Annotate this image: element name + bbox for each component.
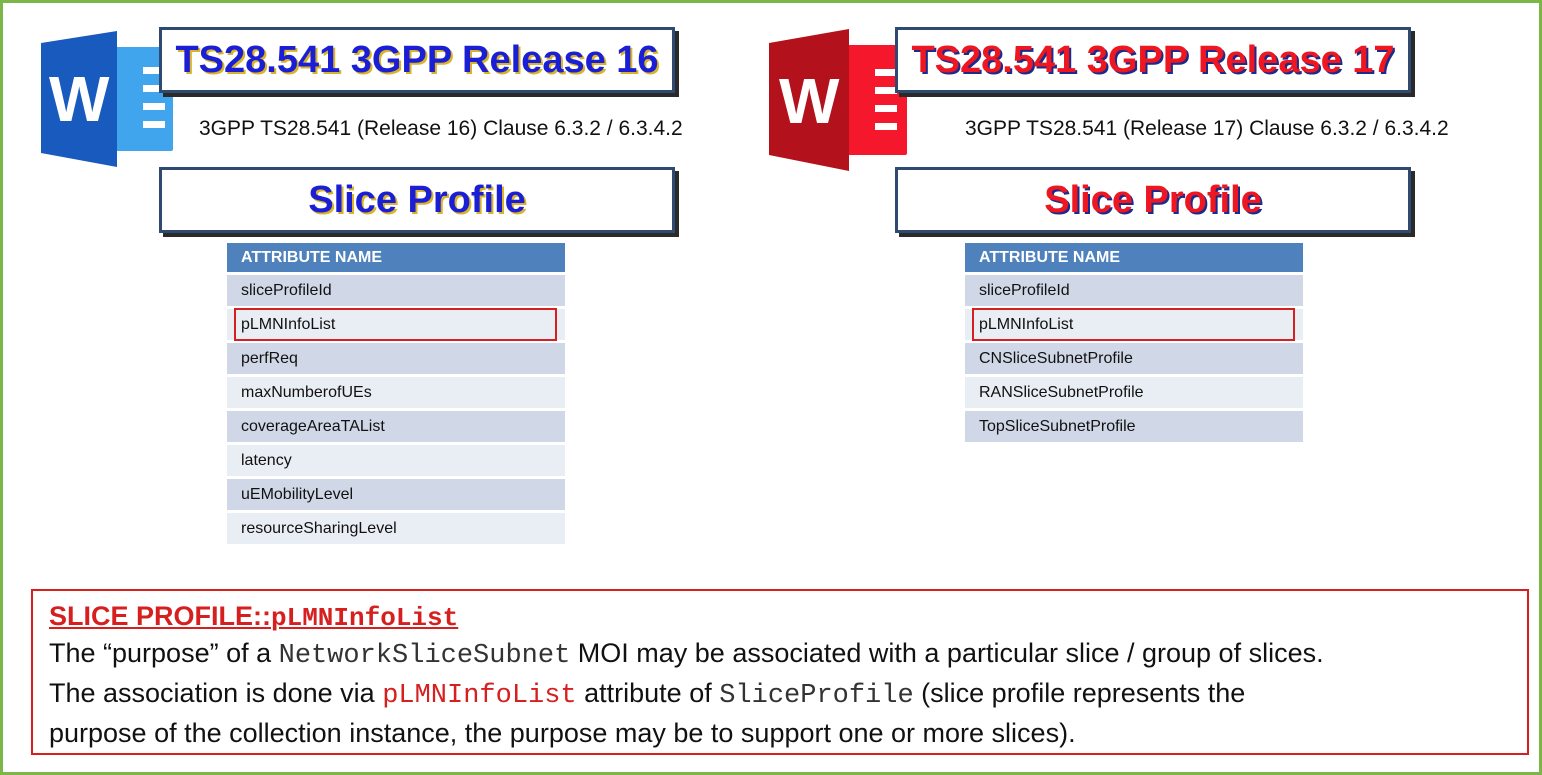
table-header: ATTRIBUTE NAME: [227, 243, 565, 275]
doc-line: [875, 123, 897, 130]
table-row: TopSliceSubnetProfile: [965, 411, 1303, 445]
note-text: The “purpose” of a: [49, 638, 279, 668]
release16-clause: 3GPP TS28.541 (Release 16) Clause 6.3.2 …: [199, 117, 683, 140]
table-row: perfReq: [227, 343, 565, 377]
doc-line: [875, 87, 897, 94]
release16-title: TS28.541 3GPP Release 16: [175, 38, 659, 81]
table-row: sliceProfileId: [227, 275, 565, 309]
note-text: attribute of: [576, 678, 720, 708]
note-code: NetworkSliceSubnet: [278, 641, 571, 671]
table-row: sliceProfileId: [965, 275, 1303, 309]
note-heading: SLICE PROFILE::pLMNInfoList: [49, 599, 1527, 635]
note-line-1: The “purpose” of a NetworkSliceSubnet MO…: [49, 635, 1527, 675]
table-row-highlighted: pLMNInfoList: [227, 308, 565, 343]
release17-clause: 3GPP TS28.541 (Release 17) Clause 6.3.2 …: [965, 117, 1449, 140]
table-row: uEMobilityLevel: [227, 479, 565, 513]
release17-profile-box: Slice Profile: [895, 167, 1411, 233]
note-text: MOI may be associated with a particular …: [570, 638, 1324, 668]
table-row: CNSliceSubnetProfile: [965, 343, 1303, 377]
note-text: The association is done via: [49, 678, 383, 708]
doc-line: [875, 105, 897, 112]
note-code: SliceProfile: [719, 681, 914, 711]
word-icon-red: W: [767, 29, 911, 171]
note-heading-code: pLMNInfoList: [271, 603, 459, 633]
note-text: (slice profile represents the: [913, 678, 1246, 708]
word-icon-blue: W: [39, 31, 179, 167]
release17-profile-title: Slice Profile: [1044, 178, 1262, 221]
release17-title: TS28.541 3GPP Release 17: [911, 38, 1395, 81]
release16-profile-title: Slice Profile: [308, 178, 526, 221]
doc-line: [143, 67, 165, 74]
table-row: RANSliceSubnetProfile: [965, 377, 1303, 411]
note-heading-prefix: SLICE PROFILE::: [49, 601, 271, 631]
doc-line: [143, 103, 165, 110]
release17-attribute-table: ATTRIBUTE NAME sliceProfileId pLMNInfoLi…: [965, 243, 1303, 445]
word-cover: [769, 29, 849, 171]
release16-title-box: TS28.541 3GPP Release 16: [159, 27, 675, 93]
word-letter: W: [49, 63, 110, 135]
note-line-3: purpose of the collection instance, the …: [49, 718, 1076, 748]
table-row-highlighted: pLMNInfoList: [965, 308, 1303, 343]
doc-line: [875, 69, 897, 76]
release16-attribute-table: ATTRIBUTE NAME sliceProfileId pLMNInfoLi…: [227, 243, 565, 547]
table-row: latency: [227, 445, 565, 479]
word-cover: [41, 31, 117, 167]
table-row: maxNumberofUEs: [227, 377, 565, 411]
table-header: ATTRIBUTE NAME: [965, 243, 1303, 275]
release16-profile-box: Slice Profile: [159, 167, 675, 233]
table-row: resourceSharingLevel: [227, 513, 565, 547]
note-line-2: The association is done via pLMNInfoList…: [49, 675, 1527, 715]
release17-title-box: TS28.541 3GPP Release 17: [895, 27, 1411, 93]
doc-line: [143, 85, 165, 92]
doc-line: [143, 121, 165, 128]
note-code-highlight: pLMNInfoList: [382, 681, 577, 711]
table-row: coverageAreaTAList: [227, 411, 565, 445]
word-letter: W: [779, 65, 840, 137]
note-box: SLICE PROFILE::pLMNInfoList The “purpose…: [31, 589, 1529, 755]
